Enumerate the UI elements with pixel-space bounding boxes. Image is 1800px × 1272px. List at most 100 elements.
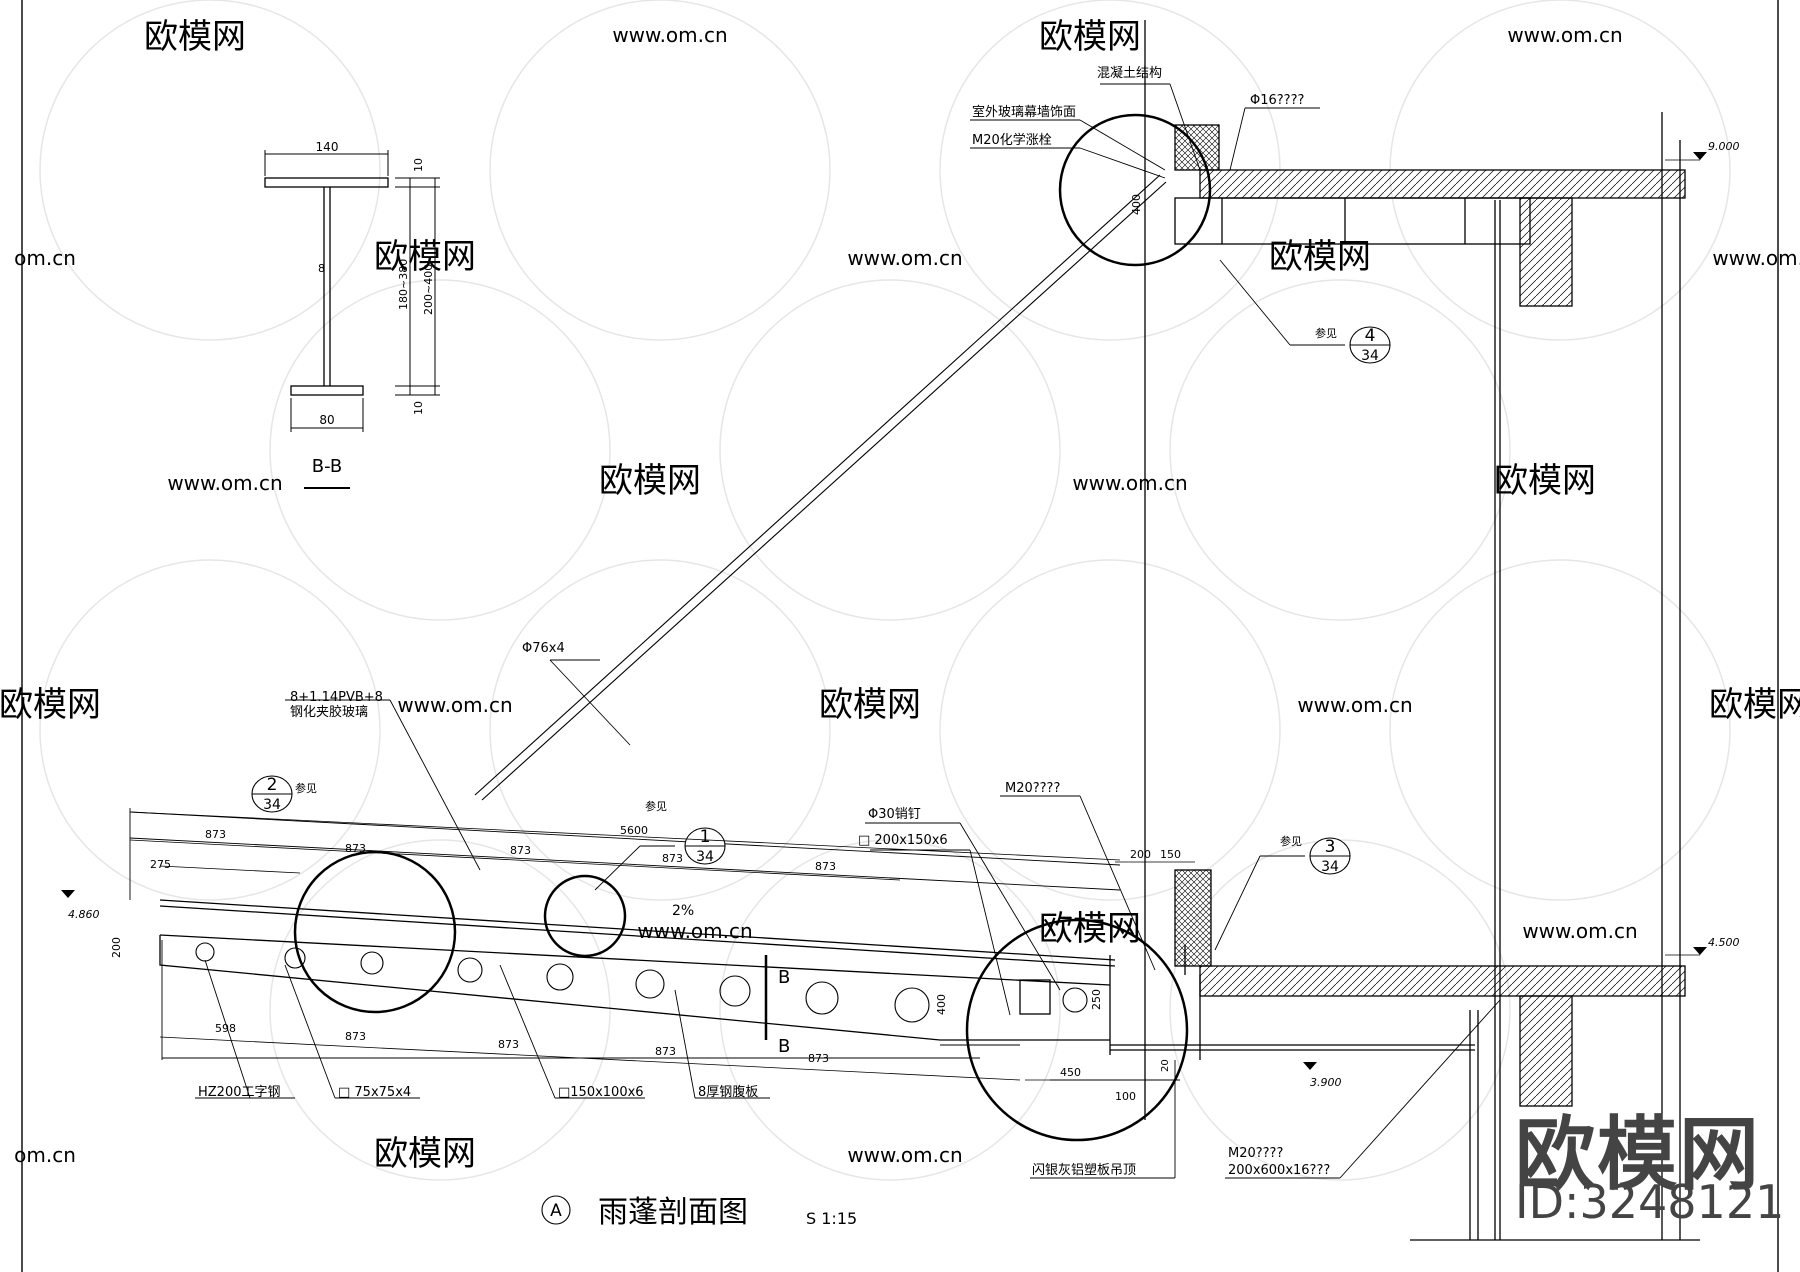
callout-2-num: 2 [267, 775, 278, 795]
callout-texts: 4 34 2 34 1 34 3 34 [263, 326, 1379, 875]
dim-275: 275 [150, 858, 171, 871]
bb-inner-height: 180~380 [397, 259, 410, 310]
dim-200b: 200 [1130, 848, 1151, 861]
callout-4-sheet: 34 [1361, 348, 1379, 364]
level-4500: 4.500 [1708, 936, 1740, 949]
watermark-url: www.om.cn [847, 246, 962, 270]
dimension-lines [129, 159, 1700, 1081]
dim-bottom-3: 873 [498, 1038, 519, 1051]
watermark-url: www.om.cn [167, 471, 282, 495]
label-see: 参见 [645, 799, 667, 813]
callout-3-num: 3 [1325, 837, 1336, 857]
callout-3-sheet: 34 [1321, 859, 1339, 875]
label-m20-bottom: M20???? [1228, 1146, 1283, 1161]
callout-1-num: 1 [700, 827, 711, 847]
dim-400-top: 400 [1130, 194, 1143, 215]
watermark-url: www.om.cn [612, 23, 727, 47]
level-3900: 3.900 [1310, 1076, 1342, 1089]
dim-450: 450 [1060, 1066, 1081, 1079]
dim-bottom-2: 873 [345, 1030, 366, 1043]
label-rod: Φ76x4 [522, 641, 565, 656]
label-see: 参见 [1280, 834, 1302, 848]
dim-400: 400 [935, 994, 948, 1015]
dim-250: 250 [1090, 989, 1103, 1010]
dim-20: 20 [1160, 1059, 1171, 1072]
label-steel-web: 8厚钢腹板 [698, 1084, 758, 1100]
watermark-url: www.om.cn [397, 693, 512, 717]
dim-top-3: 873 [510, 844, 531, 857]
bb-top-flange-dim: 140 [316, 140, 339, 154]
bb-title: B-B [312, 456, 343, 477]
bb-bottom-flange-dim: 80 [319, 413, 334, 427]
section-b-mark-bottom: B [778, 1036, 790, 1057]
labels: 混凝土结构 室外玻璃幕墙饰面 M20化学涨栓 Φ16???? Φ76x4 8+1… [198, 65, 1337, 1178]
building-structure [1110, 20, 1700, 1241]
label-tube150: □150x100x6 [558, 1085, 644, 1100]
watermark-brand: 欧模网 [1039, 909, 1141, 949]
watermark-brand: 欧模网 [819, 685, 921, 725]
dimension-texts: 873 873 873 873 873 275 5600 598 873 873… [110, 194, 1181, 1103]
dim-150: 150 [1160, 848, 1181, 861]
callout-4-num: 4 [1365, 326, 1376, 346]
dim-top-4: 873 [662, 852, 683, 865]
drawing-scale: S 1:15 [806, 1209, 857, 1228]
section-bb [264, 150, 440, 489]
callout-2-sheet: 34 [263, 797, 281, 813]
label-chem-bolt: M20化学涨栓 [972, 132, 1052, 148]
label-plate-600: 200x600x16??? [1228, 1163, 1330, 1178]
label-tube75: □ 75x75x4 [338, 1085, 411, 1100]
dim-top-2: 873 [345, 842, 366, 855]
label-glass-layers: 8+1.14PVB+8 [290, 690, 383, 705]
watermark-brand: 欧模网 [1709, 685, 1800, 725]
watermark-layer: 欧模网 欧模网 欧模网 欧模网 欧模网 欧模网 欧模网 欧模网 欧模网 欧模网 … [0, 0, 1800, 1181]
drawing-frame [21, 0, 1779, 1272]
label-glass-facade: 室外玻璃幕墙饰面 [972, 104, 1076, 120]
label-slope: 2% [672, 903, 694, 919]
label-m20-top: M20???? [1005, 781, 1060, 796]
watermark-url-short: om.cn [14, 1143, 76, 1167]
label-plate-200: □ 200x150x6 [858, 833, 948, 848]
dim-100: 100 [1115, 1090, 1136, 1103]
brand-id: ID:3248121 [1515, 1175, 1785, 1229]
watermark-url: www.om.cn [1507, 23, 1622, 47]
label-phi30: Φ30销钉 [868, 807, 921, 822]
watermark-brand: 欧模网 [374, 237, 476, 277]
bb-web-dim: 8 [318, 262, 325, 275]
drawing-title: 雨蓬剖面图 [598, 1195, 748, 1230]
dim-200: 200 [110, 937, 123, 958]
callout-bubbles [251, 326, 1391, 1225]
main-title: A 雨蓬剖面图 S 1:15 [550, 1195, 857, 1230]
watermark-brand: 欧模网 [0, 685, 101, 725]
watermark-brand: 欧模网 [144, 17, 246, 57]
label-see: 参见 [295, 781, 317, 795]
title-marker: A [550, 1201, 562, 1221]
watermark-url: www.om.cn [1297, 693, 1412, 717]
dim-top-5: 873 [815, 860, 836, 873]
watermark-url-short: om.cn [14, 246, 76, 270]
watermark-brand: 欧模网 [1039, 17, 1141, 57]
watermark-brand: 欧模网 [1269, 237, 1371, 277]
section-b-mark-top: B [778, 967, 790, 988]
watermark-url: www.om.cn [1712, 246, 1800, 270]
watermark-brand: 欧模网 [1494, 461, 1596, 501]
dim-top-1: 873 [205, 828, 226, 841]
callout-1-sheet: 34 [696, 849, 714, 865]
watermark-brand: 欧模网 [374, 1134, 476, 1174]
dim-5600: 5600 [620, 824, 648, 837]
web-holes [195, 942, 1088, 1023]
dim-bottom-1: 598 [215, 1022, 236, 1035]
watermark-url: www.om.cn [1072, 471, 1187, 495]
dim-bottom-4: 873 [655, 1045, 676, 1058]
label-see: 参见 [1315, 326, 1337, 340]
label-alu-ceiling: 闪银灰铝塑板吊顶 [1032, 1163, 1136, 1178]
brand-logo-text: 欧模网 [1515, 1108, 1761, 1201]
label-glass-type: 钢化夹胶玻璃 [290, 704, 368, 720]
level-marks: 9.000 4.860 4.500 3.900 [61, 140, 1740, 1089]
canopy-structure [129, 174, 1201, 1081]
label-concrete: 混凝土结构 [1097, 65, 1162, 81]
watermark-url: www.om.cn [1522, 919, 1637, 943]
leader-lines [195, 83, 1501, 1179]
bb-total-height: 200~400 [422, 264, 435, 315]
level-4860: 4.860 [68, 908, 100, 921]
